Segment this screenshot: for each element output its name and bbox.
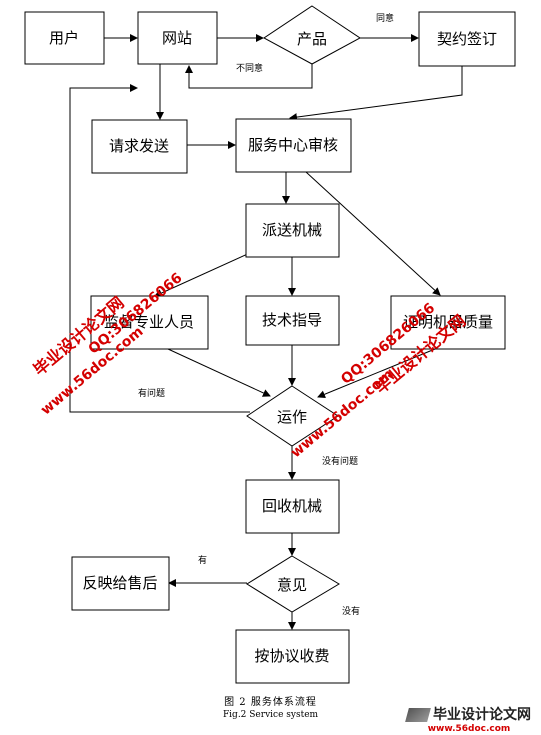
svg-text:请求发送: 请求发送: [109, 137, 169, 155]
edge-product-website-disagree: [185, 62, 313, 89]
svg-text:用户: 用户: [49, 29, 79, 47]
svg-text:网站: 网站: [162, 29, 192, 47]
svg-text:运作: 运作: [277, 408, 307, 426]
node-guidance: 技术指导: [245, 295, 340, 346]
logo-url: www.56doc.com: [427, 724, 511, 734]
svg-text:服务中心审核: 服务中心审核: [248, 136, 338, 154]
svg-text:反映给售后: 反映给售后: [82, 574, 157, 592]
svg-text:契约签订: 契约签订: [437, 30, 497, 48]
label-no-problem: 没有问题: [322, 455, 358, 467]
label-agree: 同意: [376, 12, 394, 24]
svg-text:派送机械: 派送机械: [262, 221, 322, 239]
node-user: 用户: [24, 11, 105, 65]
edge-review-quality: [305, 171, 441, 296]
node-contract: 契约签订: [418, 11, 516, 67]
node-opinion: 意见: [246, 555, 340, 613]
edge-dispatch-supervise: [154, 251, 253, 297]
node-supervise: 监督专业人员: [90, 295, 209, 350]
site-logo: 毕业设计论文网 www.56doc.com: [405, 704, 531, 734]
node-quality: 证明机器质量: [390, 295, 506, 350]
label-disagree: 不同意: [236, 62, 263, 74]
svg-text:产品: 产品: [297, 30, 327, 48]
node-operation: 运作: [246, 385, 339, 447]
label-has-problem: 有问题: [138, 387, 165, 399]
edge-operation-website-problem: [69, 84, 250, 413]
node-dispatch: 派送机械: [245, 203, 340, 258]
node-request: 请求发送: [91, 119, 188, 174]
edge-contract-review: [289, 66, 463, 122]
node-website: 网站: [137, 11, 218, 65]
node-charge: 按协议收费: [235, 629, 350, 684]
svg-text:按协议收费: 按协议收费: [254, 647, 329, 665]
edge-supervise-operation: [167, 348, 271, 397]
edge-quality-operation: [317, 348, 436, 399]
figure-caption-cn: 图 2 服务体系流程: [224, 697, 317, 708]
svg-text:证明机器质量: 证明机器质量: [403, 313, 493, 331]
label-no: 没有: [342, 605, 360, 617]
label-yes: 有: [198, 554, 207, 566]
svg-text:意见: 意见: [277, 576, 307, 594]
node-recycle: 回收机械: [245, 479, 340, 534]
svg-text:回收机械: 回收机械: [262, 497, 322, 515]
figure-caption-en: Fig.2 Service system: [222, 710, 319, 720]
node-feedback: 反映给售后: [71, 556, 170, 611]
node-product: 产品: [263, 5, 361, 65]
connectors: [69, 34, 463, 630]
logo-title: 毕业设计论文网: [433, 707, 531, 723]
svg-text:监督专业人员: 监督专业人员: [104, 313, 194, 331]
node-review: 服务中心审核: [235, 118, 352, 173]
svg-text:技术指导: 技术指导: [262, 311, 322, 329]
logo-mark-icon: [405, 708, 431, 722]
